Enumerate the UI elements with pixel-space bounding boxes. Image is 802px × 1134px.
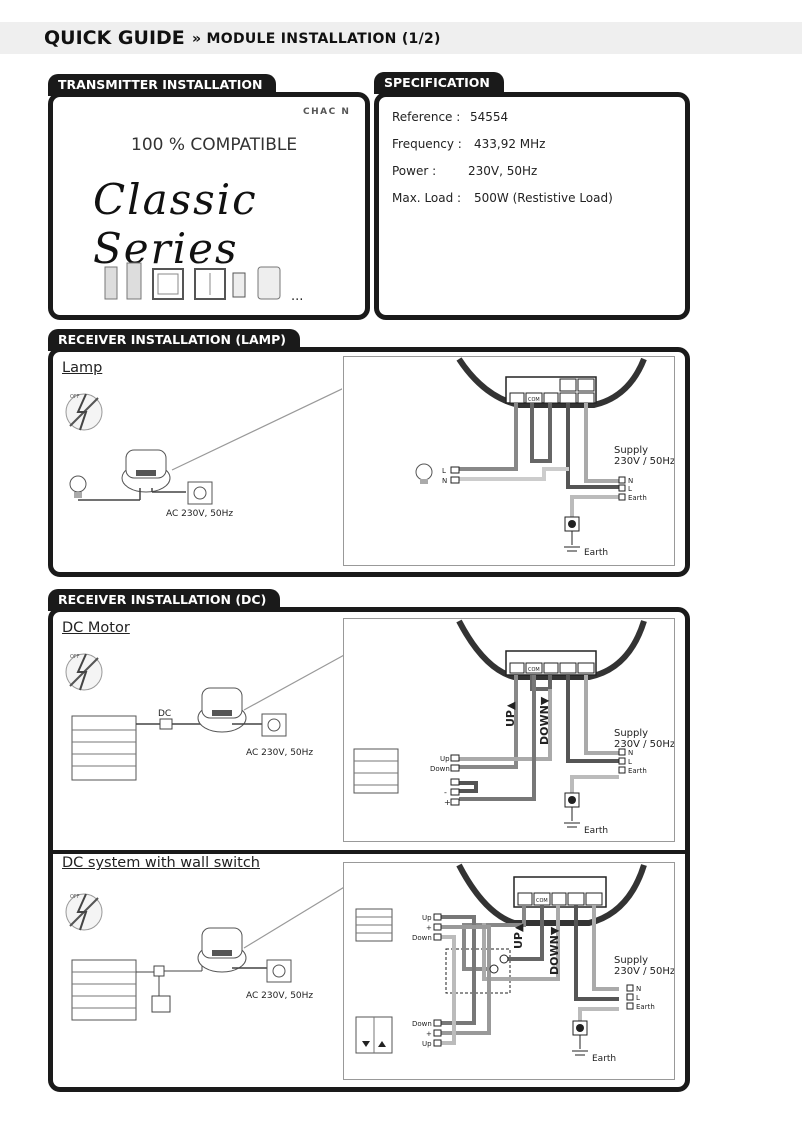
- wall-down-terminal-top: Down: [412, 934, 432, 942]
- lamp-overview-diagram: OFF AC 230V, 50Hz: [65, 388, 342, 519]
- wall-supply-earth: Earth: [636, 1003, 655, 1011]
- dc-supply-l: L: [628, 758, 632, 766]
- transmitter-box: CHAC N 100 % COMPATIBLE Classic Series .…: [48, 92, 370, 320]
- brand-logo: CHAC N: [303, 107, 351, 117]
- dc-minus-terminal: -: [444, 788, 447, 797]
- wall-supply-label: Supply: [614, 955, 648, 966]
- wall-earth-label: Earth: [592, 1054, 616, 1064]
- dc-wiring-panel: COM UP▲ DOWN▼ Up Down - + N L Earth Supp…: [343, 618, 675, 842]
- dc-wiring-diagram: COM UP▲ DOWN▼ Up Down - + N L Earth Supp…: [353, 619, 674, 836]
- dc-down-terminal: Down: [430, 765, 450, 773]
- lamp-supply-l: L: [628, 485, 632, 493]
- dc-supply-n: N: [628, 749, 633, 757]
- wall-down-terminal-bottom: Down: [412, 1020, 432, 1028]
- dc-com-label: COM: [528, 667, 540, 673]
- wall-wiring-panel: COM UP▲ DOWN▼ Up + Down Down: [343, 862, 675, 1080]
- wall-plus-terminal-bottom: +: [426, 1030, 432, 1038]
- dc-motor-heading: DC Motor: [62, 620, 130, 636]
- wall-supply-l: L: [636, 994, 640, 1002]
- dc-supply-earth: Earth: [628, 767, 647, 775]
- dc-label: DC: [158, 709, 171, 719]
- dc-up-arrow-label: UP▲: [504, 701, 517, 727]
- wall-supply-voltage: 230V / 50Hz: [614, 966, 674, 977]
- lamp-wiring-diagram: COM L N N L Earth Supply 230V / 50Hz Ear…: [415, 357, 674, 558]
- lamp-tab: RECEIVER INSTALLATION (LAMP): [48, 329, 300, 351]
- page-subtitle: » MODULE INSTALLATION (1/2): [192, 31, 441, 47]
- lamp-supply-voltage: 230V / 50Hz: [614, 456, 674, 467]
- compatible-text: 100 % COMPATIBLE: [131, 135, 298, 155]
- lamp-wiring-panel: COM L N N L Earth Supply 230V / 50Hz Ear…: [343, 356, 675, 566]
- dc-ac-label: AC 230V, 50Hz: [246, 748, 313, 758]
- lamp-n-label: N: [442, 477, 447, 485]
- dc-overview-diagram: OFF DC AC 230V, 50Hz: [65, 653, 347, 781]
- wall-com-label: COM: [536, 898, 548, 904]
- wall-ac-label: AC 230V, 50Hz: [246, 991, 313, 1001]
- dc-supply-voltage: 230V / 50Hz: [614, 739, 674, 750]
- transmitter-tab: TRANSMITTER INSTALLATION: [48, 74, 277, 96]
- wall-down-arrow-label: DOWN▼: [548, 926, 561, 975]
- wall-supply-n: N: [636, 985, 641, 993]
- specification-box: [374, 92, 690, 320]
- transmitter-devices-illustration: [104, 262, 281, 300]
- lamp-com-label: COM: [528, 397, 540, 403]
- dc-earth-label: Earth: [584, 826, 608, 836]
- dc-down-arrow-label: DOWN▼: [538, 696, 551, 745]
- wall-up-terminal-bottom: Up: [422, 1040, 432, 1048]
- lamp-supply-earth: Earth: [628, 494, 647, 502]
- classic-series-logo: Classic Series: [93, 175, 258, 273]
- wall-up-terminal-top: Up: [422, 914, 432, 922]
- dc-up-terminal: Up: [440, 755, 450, 763]
- header-bar: QUICK GUIDE » MODULE INSTALLATION (1/2): [0, 22, 802, 54]
- wall-up-arrow-label: UP▲: [512, 923, 525, 949]
- dc-supply-label: Supply: [614, 728, 648, 739]
- specification-tab: SPECIFICATION: [374, 72, 504, 94]
- wall-wiring-diagram: COM UP▲ DOWN▼ Up + Down Down: [355, 863, 674, 1064]
- lamp-supply-n: N: [628, 477, 633, 485]
- page-title: QUICK GUIDE: [44, 27, 185, 49]
- dc-tab: RECEIVER INSTALLATION (DC): [48, 589, 281, 611]
- wall-overview-diagram: OFF AC 230V, 50Hz: [65, 885, 347, 1021]
- lamp-heading: Lamp: [62, 360, 103, 376]
- lamp-supply-label: Supply: [614, 445, 648, 456]
- dc-plus-terminal: +: [444, 798, 451, 807]
- more-ellipsis: ...: [291, 289, 304, 304]
- wall-switch-heading: DC system with wall switch: [62, 855, 261, 871]
- lamp-l-label: L: [442, 467, 446, 475]
- wall-off-label: OFF: [70, 894, 80, 900]
- lamp-earth-label: Earth: [584, 548, 608, 558]
- wall-plus-terminal-top: +: [426, 924, 432, 932]
- dc-divider: [53, 850, 685, 854]
- dc-off-label: OFF: [70, 654, 80, 660]
- lamp-off-label: OFF: [70, 394, 80, 400]
- lamp-ac-label: AC 230V, 50Hz: [166, 509, 233, 519]
